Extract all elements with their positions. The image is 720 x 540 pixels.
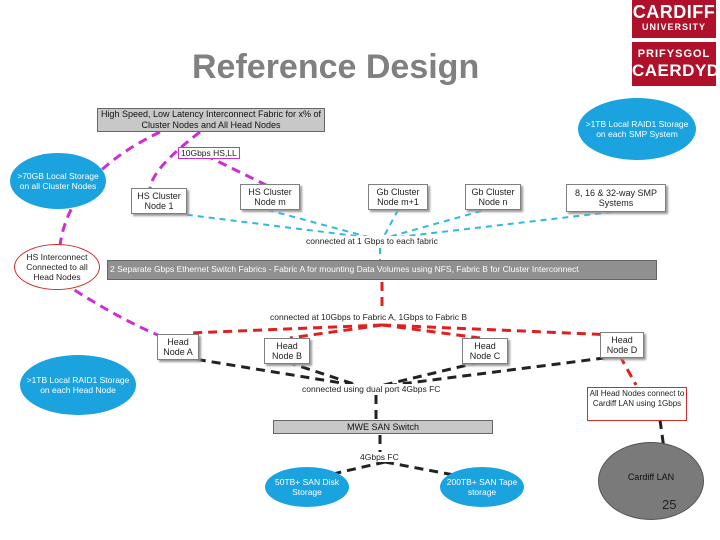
fc-4gbps-label: 4Gbps FC: [360, 452, 399, 462]
hs-cluster-node-1: HS Cluster Node 1: [131, 188, 187, 214]
page-number: 25: [662, 497, 677, 512]
gbps-fabric-label: connected at 1 Gbps to each fabric: [306, 236, 438, 246]
hs-cluster-node-m: HS Cluster Node m: [240, 184, 300, 210]
san-disk-bubble: 50TB+ SAN Disk Storage: [265, 467, 349, 507]
hs-link: [61, 280, 166, 340]
logo-text: CAERDYD: [632, 61, 720, 80]
logo-text: UNIVERSITY: [641, 22, 706, 32]
head-node-a: Head Node A: [157, 334, 199, 360]
hs-link: [204, 153, 269, 188]
hs-interconnect-bar: High Speed, Low Latency Interconnect Fab…: [97, 108, 325, 132]
fc-link: [181, 355, 361, 388]
fc-link: [286, 360, 361, 388]
fc-link: [314, 460, 386, 480]
fabric-links: [189, 282, 638, 386]
logo-text: CARDIFF: [632, 2, 716, 22]
head-raid-bubble: >1TB Local RAID1 Storage on each Head No…: [20, 355, 136, 415]
fabric-connection-label: connected at 10Gbps to Fabric A, 1Gbps t…: [270, 312, 468, 322]
hs-interconnect-links: [58, 130, 269, 340]
hs-interconnect-ellipse: HS Interconnect Connected to all Head No…: [14, 244, 100, 290]
fabric-link: [289, 323, 383, 340]
head-node-d: Head Node D: [600, 332, 644, 358]
local-storage-bubble: >70GB Local Storage on all Cluster Nodes: [10, 153, 106, 209]
fabric-link: [381, 323, 616, 337]
cluster-link: [164, 211, 373, 239]
head-node-c: Head Node C: [462, 338, 508, 364]
hs-label: 10Gbps HS,LL: [178, 147, 240, 159]
ethernet-switch-fabrics-bar: 2 Separate Gbps Ethernet Switch Fabrics …: [107, 260, 657, 280]
fabric-link: [189, 323, 383, 335]
cluster-link: [382, 209, 399, 239]
fc-links: [181, 354, 667, 480]
hs-link: [58, 130, 161, 246]
hs-link: [148, 130, 201, 191]
fc-connection-label: connected using dual port 4Gbps FC: [302, 384, 441, 394]
fabric-link: [618, 355, 638, 386]
cardiff-lan-note: All Head Nodes connect to Cardiff LAN us…: [587, 387, 687, 421]
fc-link: [379, 360, 481, 388]
gb-cluster-node-m-plus-1: Gb Cluster Node m+1: [368, 184, 428, 210]
cardiff-university-logo: CARDIFF UNIVERSITY: [632, 0, 716, 38]
logo-text: PRIFYSGOL: [637, 48, 711, 60]
cluster-link: [267, 209, 373, 239]
page-title: Reference Design: [192, 48, 480, 86]
san-tape-bubble: 200TB+ SAN Tape storage: [440, 467, 524, 507]
smp-systems-node: 8, 16 & 32-way SMP Systems: [566, 184, 666, 212]
head-node-b: Head Node B: [264, 338, 310, 364]
fc-link: [384, 354, 621, 388]
prifysgol-caerdydd-logo: PRIFYSGOL CAERDYD: [632, 42, 720, 86]
cardiff-lan-ellipse: Cardiff LAN: [598, 442, 704, 520]
gb-cluster-node-n: Gb Cluster Node n: [465, 184, 521, 210]
cluster-link: [384, 207, 493, 239]
cluster-link: [389, 211, 613, 239]
san-switch-bar: MWE SAN Switch: [273, 420, 493, 434]
smp-raid-bubble: >1TB Local RAID1 Storage on each SMP Sys…: [578, 98, 696, 160]
cluster-links: [164, 207, 613, 260]
